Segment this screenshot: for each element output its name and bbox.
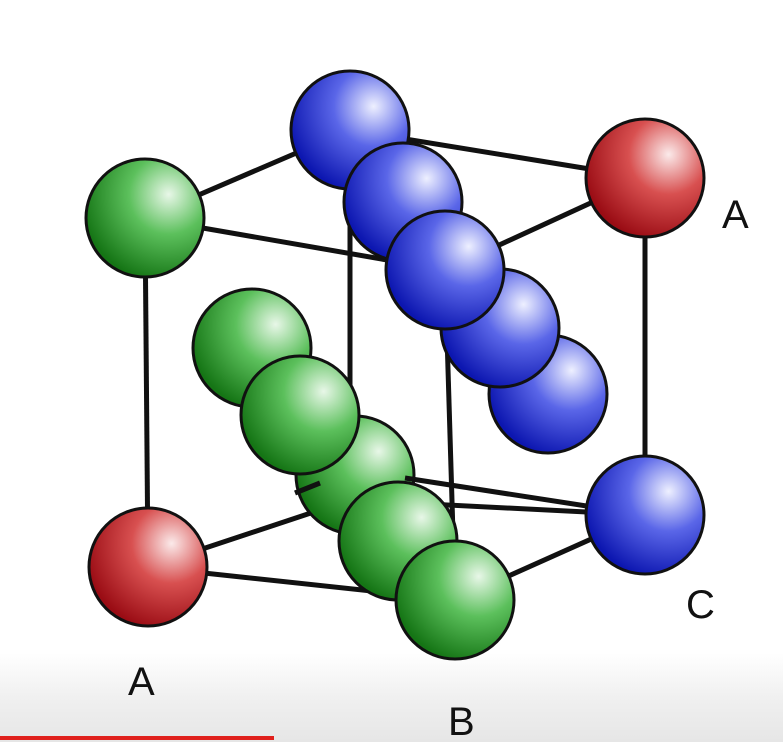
blue-corner-atom: [584, 454, 706, 576]
video-progress-bar[interactable]: [0, 736, 783, 740]
red-corner-atom-top: [584, 117, 706, 239]
label-c-bottom-right: C: [686, 583, 715, 627]
red-corner-atom-bottom: [87, 506, 209, 628]
label-b-bottom: B: [448, 700, 475, 742]
video-progress-fill: [0, 736, 275, 740]
corner-atoms: [84, 117, 706, 628]
label-a-bottom-left: A: [128, 660, 155, 704]
blue-atom-row: [289, 69, 609, 455]
label-a-top-right: A: [722, 193, 749, 237]
green-atom: [239, 354, 361, 476]
green-corner-atom: [84, 157, 206, 279]
green-atom-row: [191, 287, 516, 661]
frame-edge: [294, 480, 321, 496]
green-atom: [394, 539, 516, 661]
blue-atom: [384, 209, 506, 331]
